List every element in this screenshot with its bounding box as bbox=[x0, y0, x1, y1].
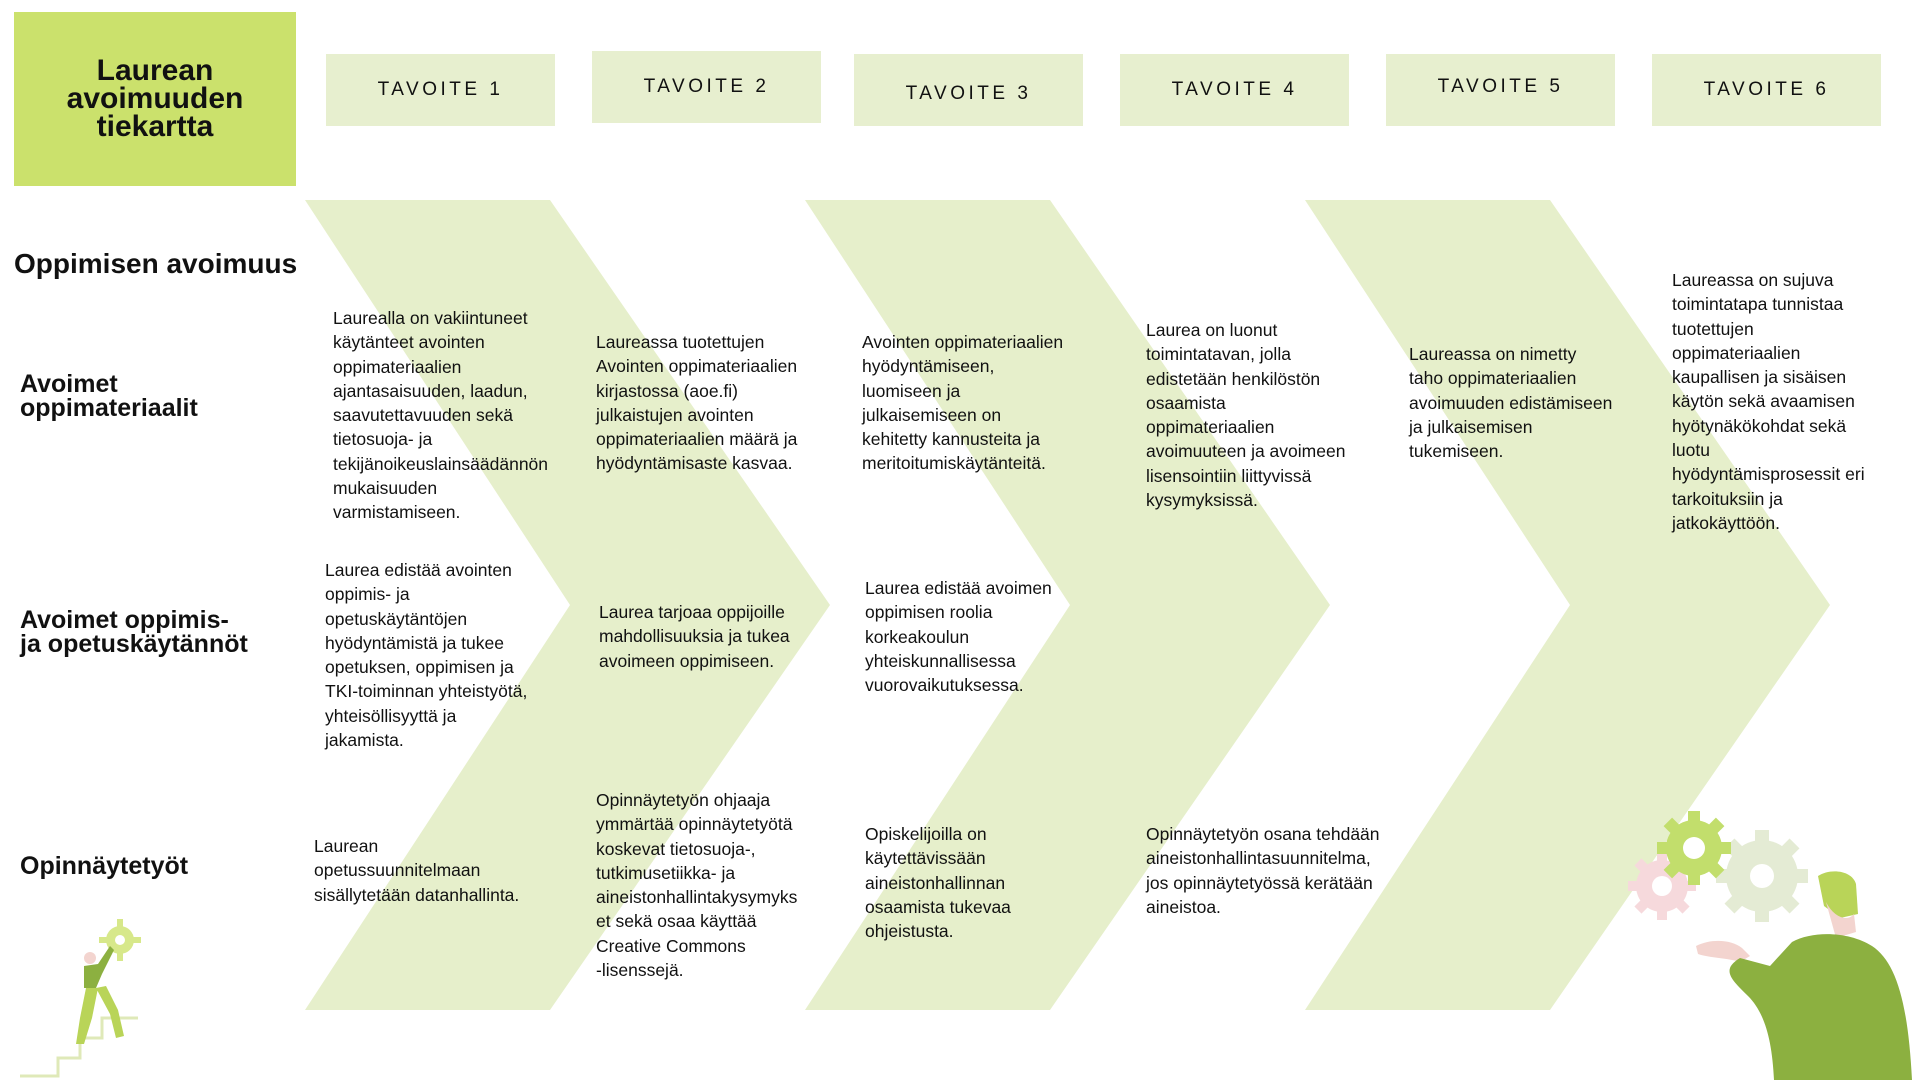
row-label-materials: Avoimet oppimateriaalit bbox=[20, 370, 198, 422]
roadmap-title: Laurean avoimuuden tiekartta bbox=[66, 54, 244, 143]
goal-header-4: TAVOITE 4 bbox=[1120, 54, 1349, 126]
climbing-person-icon bbox=[20, 919, 141, 1078]
goal-header-5: TAVOITE 5 bbox=[1386, 54, 1615, 126]
person-with-gears-icon bbox=[1628, 811, 1912, 1080]
goal-header-2: TAVOITE 2 bbox=[592, 51, 821, 123]
cell-theses-goal-1: Laurean opetussuunnitelmaan sisällytetää… bbox=[314, 836, 520, 905]
cell-materials-goal-5: Laureassa on nimetty taho oppimateriaali… bbox=[1409, 344, 1613, 462]
chevron-arrow-3 bbox=[1305, 200, 1830, 1010]
cell-materials-goal-4: Laurea on luonut toimintatavan, jolla ed… bbox=[1146, 320, 1346, 511]
roadmap-title-box: Laurean avoimuuden tiekartta bbox=[14, 12, 296, 186]
row-label-theses: Opinnäytetyöt bbox=[20, 852, 189, 880]
row-label-practices: Avoimet oppimis- ja opetuskäytännöt bbox=[20, 606, 248, 658]
section-title: Oppimisen avoimuus bbox=[14, 248, 298, 279]
cell-practices-goal-2: Laurea tarjoaa oppijoille mahdollisuuksi… bbox=[599, 602, 790, 671]
cell-practices-goal-3: Laurea edistää avoimen oppimisen roolia … bbox=[865, 578, 1052, 696]
chevron-arrow-1 bbox=[305, 200, 830, 1010]
goal-header-6: TAVOITE 6 bbox=[1652, 54, 1881, 126]
cell-materials-goal-3: Avointen oppimateriaalien hyödyntämiseen… bbox=[862, 332, 1064, 474]
cell-materials-goal-6: Laureassa on sujuva toimintatapa tunnist… bbox=[1672, 270, 1865, 533]
cell-theses-goal-2: Opinnäytetyön ohjaaja ymmärtää opinnäyte… bbox=[596, 790, 798, 981]
cell-theses-goal-4: Opinnäytetyön osana tehdään aineistonhal… bbox=[1146, 824, 1380, 917]
cell-materials-goal-1: Laurealla on vakiintuneet käytänteet avo… bbox=[333, 308, 549, 523]
cell-theses-goal-3: Opiskelijoilla on käytettävissään aineis… bbox=[865, 824, 1011, 942]
goal-header-1: TAVOITE 1 bbox=[326, 54, 555, 126]
chevron-arrow-2 bbox=[805, 200, 1330, 1010]
goal-header-3: TAVOITE 3 bbox=[854, 54, 1083, 126]
cell-materials-goal-2: Laureassa tuotettujen Avointen oppimater… bbox=[596, 332, 798, 474]
cell-practices-goal-1: Laurea edistää avointen oppimis- ja opet… bbox=[325, 560, 528, 751]
